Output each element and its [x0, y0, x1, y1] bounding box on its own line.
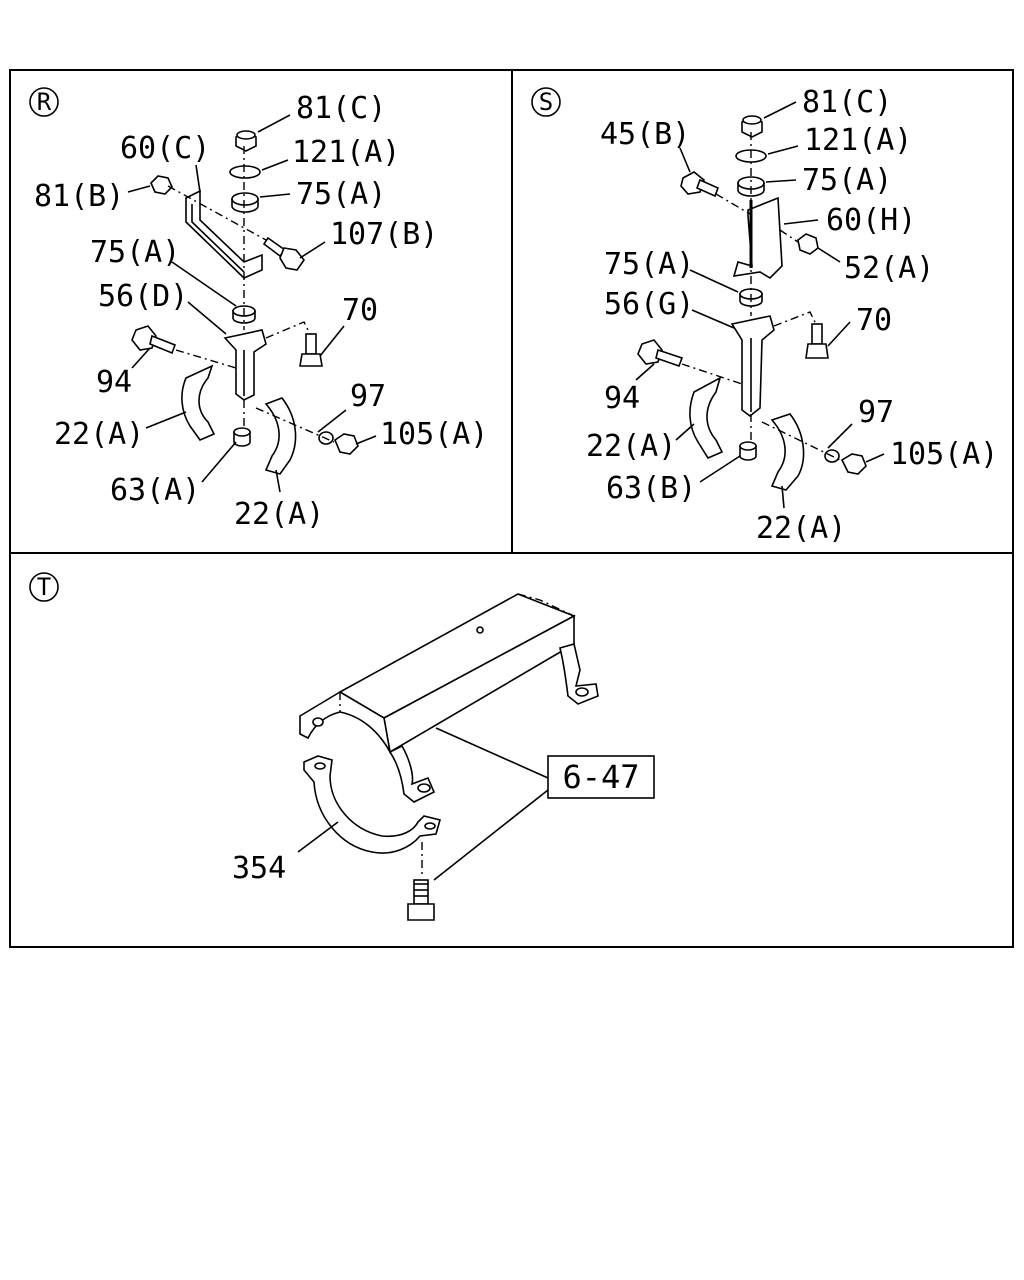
section-marker-s: S — [531, 87, 561, 117]
part-spacer-75a-top — [737, 176, 765, 197]
section-letter-r: R — [37, 88, 52, 116]
part-bracket-60h — [732, 196, 783, 280]
section-letter-t: T — [37, 573, 51, 601]
label-105a: 105(A) — [380, 417, 488, 452]
part-spacer-63b — [739, 441, 757, 461]
part-hanger-56d — [223, 329, 267, 401]
part-clamp-22a-left — [181, 364, 216, 441]
part-clamp-22a-left — [689, 376, 724, 460]
label-105a: 105(A) — [890, 437, 998, 472]
part-bolt-70 — [805, 323, 829, 359]
label-63a: 63(A) — [110, 473, 200, 508]
part-bolt-107b — [262, 236, 305, 271]
section-marker-r: R — [29, 87, 59, 117]
label-75a-top: 75(A) — [802, 163, 892, 198]
label-70: 70 — [342, 293, 378, 328]
section-letter-s: S — [539, 88, 553, 116]
part-clamp-22a-right — [770, 413, 805, 491]
label-22a-bottom: 22(A) — [756, 511, 846, 546]
part-bolt-70 — [299, 333, 323, 367]
part-nut-81c — [235, 130, 257, 152]
assembly-lines-r — [167, 146, 335, 443]
label-107b: 107(B) — [330, 217, 438, 252]
part-bolt-94 — [131, 325, 177, 355]
leader-lines-r — [127, 114, 377, 493]
label-94: 94 — [96, 365, 132, 400]
label-121a: 121(A) — [804, 123, 912, 158]
label-354: 354 — [232, 851, 286, 886]
label-81c: 81(C) — [296, 91, 386, 126]
part-spacer-63a — [233, 427, 251, 447]
part-crossmember — [299, 593, 599, 803]
part-bracket-60c — [185, 189, 263, 279]
leader-lines-t — [297, 727, 549, 881]
label-97: 97 — [350, 379, 386, 414]
part-hanger-56g — [730, 315, 775, 418]
part-bolt-45b — [680, 171, 720, 198]
assembly-lines-s — [681, 132, 841, 461]
part-nut-81b — [150, 175, 173, 195]
label-121a: 121(A) — [292, 135, 400, 170]
label-60c: 60(C) — [120, 131, 210, 166]
panel-r: R — [29, 87, 488, 532]
leader-lines-s — [635, 101, 885, 509]
label-22a-bottom: 22(A) — [234, 497, 324, 532]
part-strap-354 — [303, 755, 441, 854]
part-nut-105a — [334, 433, 359, 455]
label-75a: 75(A) — [604, 247, 694, 282]
label-70: 70 — [856, 303, 892, 338]
part-bolt-94 — [637, 339, 684, 368]
label-75a: 75(A) — [90, 235, 180, 270]
panel-t: T — [29, 572, 655, 921]
label-94: 94 — [604, 381, 640, 416]
label-81c: 81(C) — [802, 85, 892, 120]
part-spacer-75a-top — [231, 192, 259, 213]
label-81b: 81(B) — [34, 179, 124, 214]
section-marker-t: T — [29, 572, 59, 602]
label-56g: 56(G) — [604, 287, 694, 322]
label-63b: 63(B) — [606, 471, 696, 506]
label-45b: 45(B) — [600, 117, 690, 152]
panel-s: S — [531, 85, 998, 546]
part-nut-105a — [840, 453, 867, 475]
part-washer-121a — [229, 165, 261, 179]
part-nut-52a — [797, 233, 819, 255]
reference-box: 6-47 — [547, 755, 655, 799]
label-52a: 52(A) — [844, 251, 934, 286]
label-75a-top: 75(A) — [296, 177, 386, 212]
reference-label: 6-47 — [562, 758, 639, 796]
label-60h: 60(H) — [826, 203, 916, 238]
part-nut-81c — [741, 115, 763, 138]
label-22a-left: 22(A) — [586, 429, 676, 464]
part-bolt-strap — [407, 879, 435, 921]
part-clamp-22a-right — [264, 397, 297, 475]
label-22a-left: 22(A) — [54, 417, 144, 452]
label-56d: 56(D) — [98, 279, 188, 314]
label-97: 97 — [858, 395, 894, 430]
